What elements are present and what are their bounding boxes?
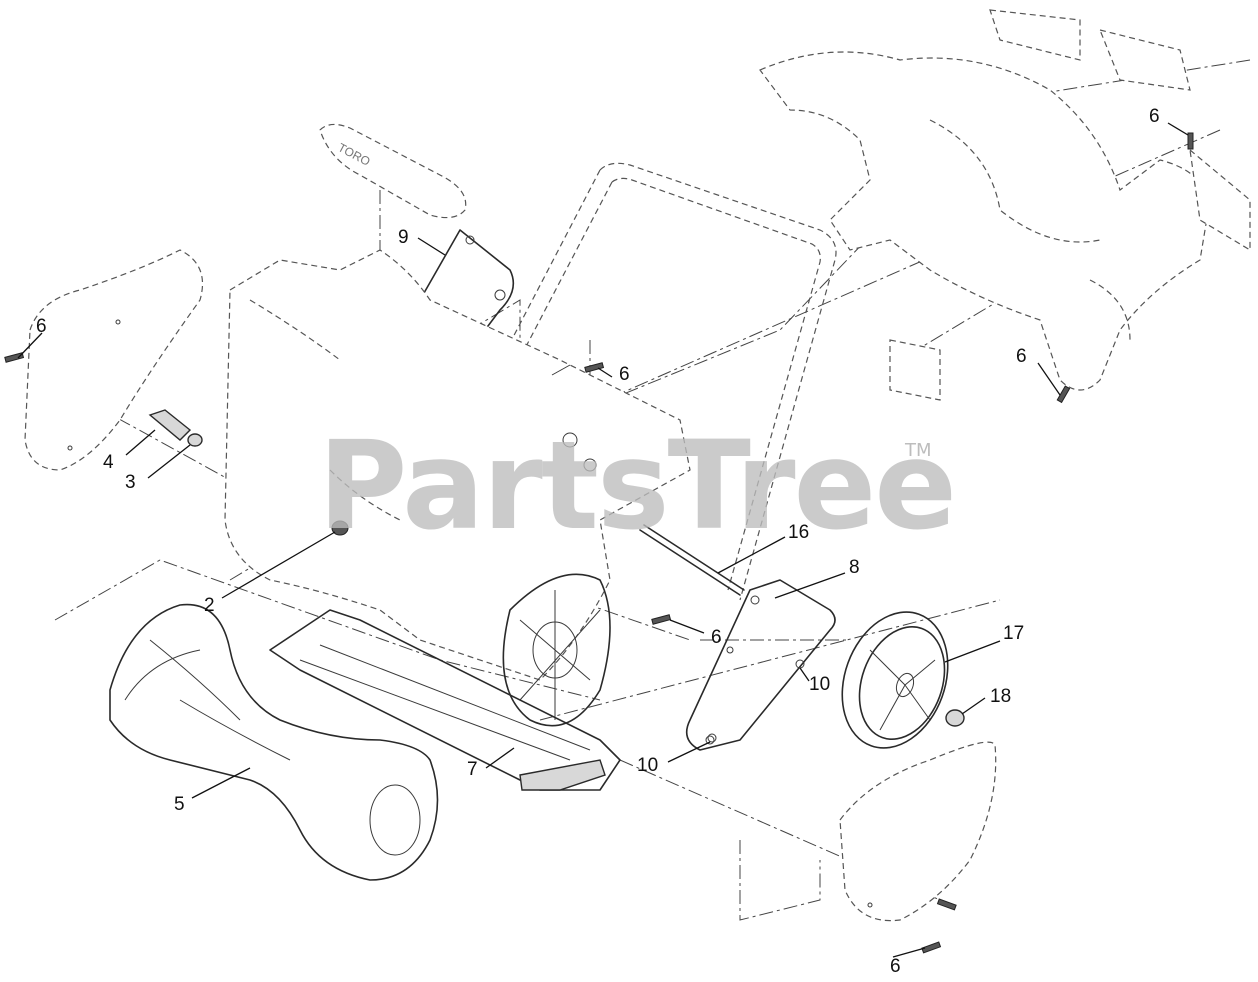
callout-10-lower: 10: [637, 755, 658, 776]
callout-6-center: 6: [619, 364, 630, 385]
bushing-2: [331, 520, 349, 536]
side-gear-plate: [502, 573, 611, 727]
callout-6-bracket: 6: [711, 627, 722, 648]
callout-6-right: 6: [1016, 346, 1027, 367]
callout-6-top-right: 6: [1149, 106, 1160, 127]
part-7-scraper-bar: [269, 609, 621, 791]
part-5-auger: [109, 603, 439, 881]
screw-lower: [936, 898, 957, 911]
leader-lines: [17, 122, 1189, 958]
watermark-text: PartsTree: [318, 415, 955, 557]
callout-numbers: 6 6 6 6 6 6 9 4 3 2 16 8 17 10 10 18 5 7: [36, 106, 1160, 977]
washer-3: [187, 433, 203, 447]
screw-left: [4, 352, 25, 363]
nut-center: [562, 432, 578, 448]
screw-center: [584, 362, 605, 373]
left-side-cover: [24, 249, 204, 471]
part-17-wheel: [841, 611, 949, 749]
spacer: [551, 364, 571, 376]
hardware: [4, 132, 1194, 954]
callout-5: 5: [174, 794, 185, 815]
callout-4: 4: [103, 452, 114, 473]
handle-grip: TORO: [319, 123, 467, 219]
callout-6-left: 6: [36, 316, 47, 337]
part-18-hubcap: [945, 709, 965, 727]
callout-10-upper: 10: [809, 674, 830, 695]
main-housing: [224, 249, 691, 681]
right-side-cover: [839, 741, 997, 922]
callout-18: 18: [990, 686, 1011, 707]
callout-8: 8: [849, 557, 860, 578]
watermark: PartsTree TM: [318, 415, 957, 557]
callout-3: 3: [125, 472, 136, 493]
part-8-wheel-bracket: [685, 579, 836, 751]
bolt-4: [148, 409, 192, 441]
upper-shroud: [759, 9, 1251, 401]
callout-17: 17: [1003, 623, 1024, 644]
part-16-axle: [639, 524, 745, 596]
screw-bracket: [651, 614, 672, 625]
callout-6-bottom: 6: [890, 956, 901, 977]
screw-bottom: [921, 941, 942, 954]
screw-right-mid: [1056, 385, 1071, 404]
screw-top-right: [1187, 132, 1194, 150]
watermark-trademark: TM: [904, 440, 932, 461]
callout-16: 16: [788, 522, 809, 543]
callout-7: 7: [467, 759, 478, 780]
pin-10-lower: [707, 733, 717, 743]
callout-9: 9: [398, 227, 409, 248]
callout-2: 2: [204, 595, 215, 616]
washer-center: [583, 458, 597, 472]
